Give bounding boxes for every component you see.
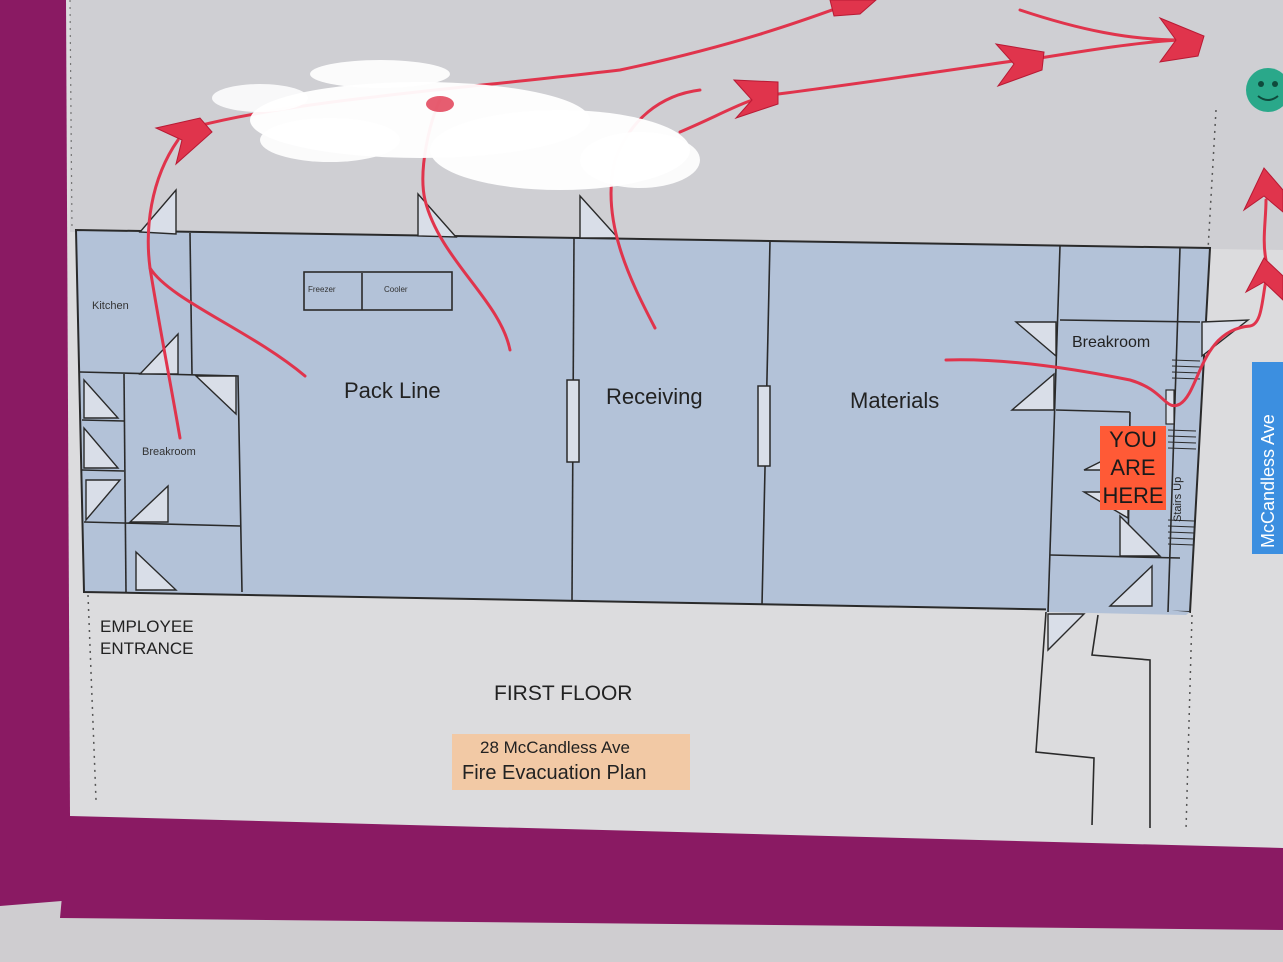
you-are-here-line-1: YOU bbox=[1109, 427, 1157, 452]
floor-title: FIRST FLOOR bbox=[494, 682, 633, 705]
chevron-arrow-icon bbox=[154, 0, 1283, 301]
cooler-label: Cooler bbox=[384, 285, 408, 294]
breakroom-right-label: Breakroom bbox=[1072, 334, 1151, 351]
street-sign: McCandless Ave bbox=[1252, 362, 1283, 554]
you-are-here-line-2: ARE bbox=[1110, 455, 1156, 480]
you-are-here-marker: YOU ARE HERE bbox=[1100, 426, 1166, 510]
street-label: McCandless Ave bbox=[1258, 414, 1278, 548]
pack-line-label: Pack Line bbox=[344, 378, 441, 403]
employee-entrance-label: EMPLOYEE ENTRANCE bbox=[100, 616, 194, 660]
poster-border-bottom bbox=[60, 810, 1283, 930]
poster-border-left bbox=[0, 0, 74, 906]
plan-title-label: Fire Evacuation Plan bbox=[462, 762, 647, 784]
breakroom-left-label: Breakroom bbox=[142, 446, 196, 458]
kitchen-label: Kitchen bbox=[92, 300, 129, 312]
freezer-label: Freezer bbox=[308, 285, 336, 294]
building-outline bbox=[74, 228, 1212, 614]
employee-entrance-line-2: ENTRANCE bbox=[100, 639, 194, 658]
plan-title-box: 28 McCandless Ave Fire Evacuation Plan bbox=[452, 734, 690, 790]
stairs-up-label: Stairs Up bbox=[1172, 476, 1184, 522]
smiley-icon bbox=[1246, 68, 1283, 112]
address-label: 28 McCandless Ave bbox=[480, 738, 630, 757]
glare-reflection bbox=[212, 60, 700, 190]
employee-entrance-line-1: EMPLOYEE bbox=[100, 617, 194, 636]
materials-label: Materials bbox=[850, 388, 940, 413]
you-are-here-line-3: HERE bbox=[1102, 483, 1164, 508]
receiving-label: Receiving bbox=[606, 384, 703, 409]
